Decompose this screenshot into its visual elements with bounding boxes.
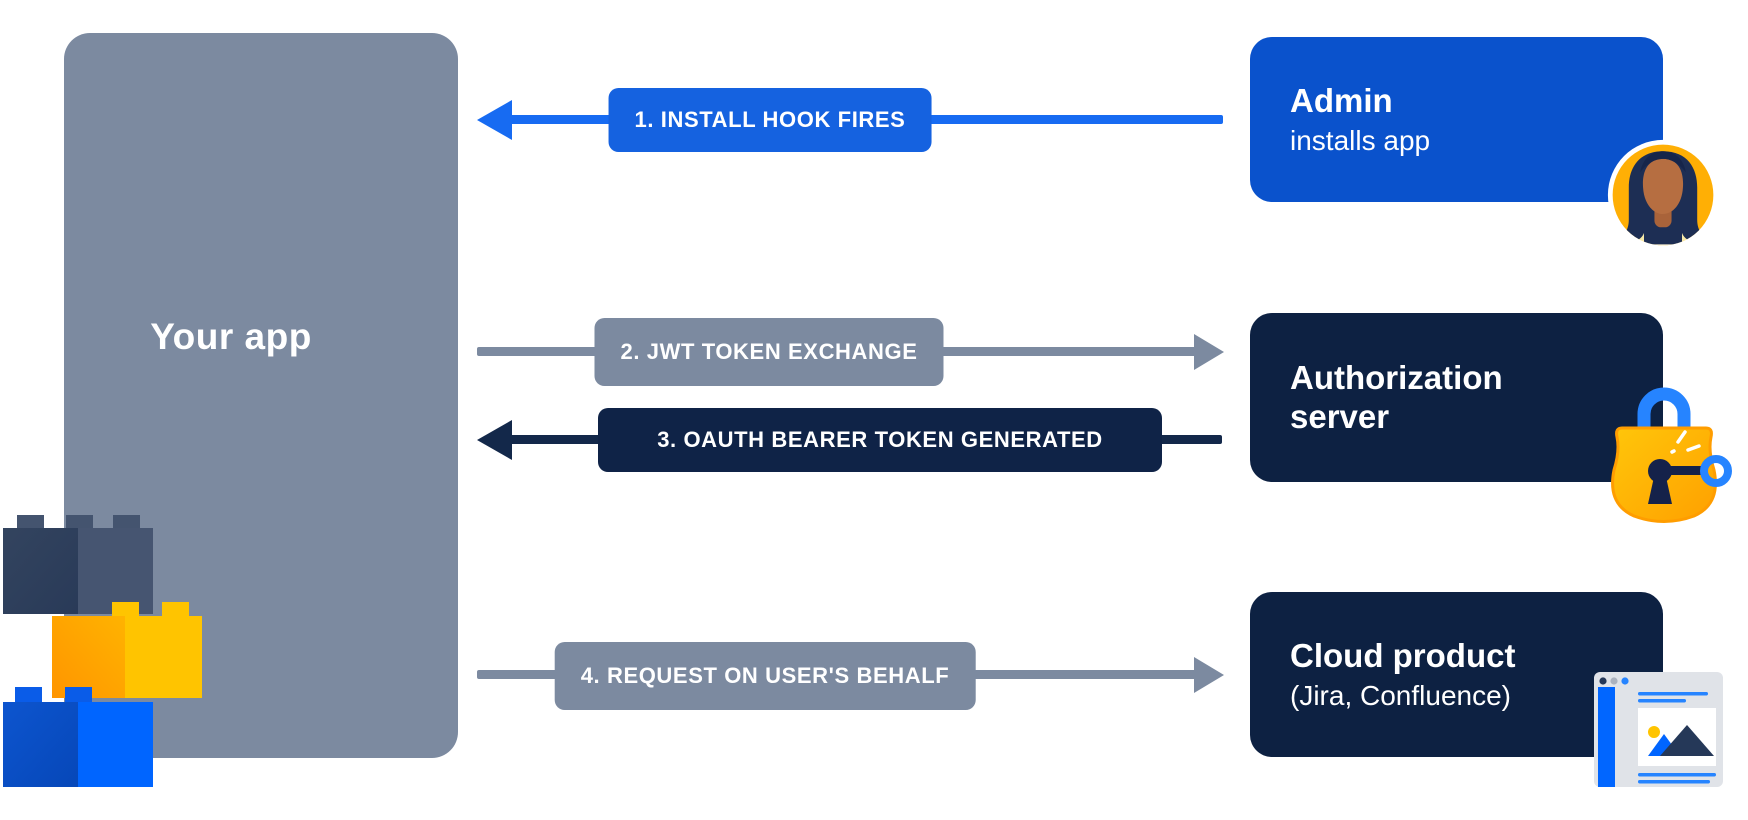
actor-admin-box: Admin installs app: [1250, 37, 1663, 202]
padlock-key-icon: [1611, 387, 1732, 523]
flow4-arrowhead-right-icon: [1194, 657, 1224, 693]
lego-bricks-icon: [3, 515, 202, 787]
flow4-label-pill: 4. REQUEST ON USER'S BEHALF: [554, 642, 976, 710]
browser-window-icon: [1594, 672, 1723, 787]
flow3-label: 3. OAUTH BEARER TOKEN GENERATED: [657, 427, 1103, 452]
actor-authorization-server-box: Authorization server: [1250, 313, 1663, 482]
flow2-label: 2. JWT TOKEN EXCHANGE: [620, 339, 918, 364]
flow1-label-pill: 1. INSTALL HOOK FIRES: [608, 88, 932, 152]
actor-authorization-server-title: Authorization server: [1290, 358, 1503, 435]
actor-admin-subtitle: installs app: [1290, 124, 1431, 156]
actor-admin-title: Admin: [1290, 81, 1393, 119]
flow1-label: 1. INSTALL HOOK FIRES: [634, 107, 906, 132]
your-app-label: Your app: [150, 316, 312, 357]
flow1-arrowhead-left-icon: [477, 100, 512, 140]
flow2-label-pill: 2. JWT TOKEN EXCHANGE: [594, 318, 944, 386]
flow4-label: 4. REQUEST ON USER'S BEHALF: [580, 663, 950, 688]
actor-cloud-product-title: Cloud product: [1290, 636, 1516, 674]
flow2-arrowhead-right-icon: [1194, 334, 1224, 370]
flow3-arrowhead-left-icon: [477, 420, 512, 460]
woman-avatar-icon: [1607, 139, 1719, 251]
flow3-label-pill: 3. OAUTH BEARER TOKEN GENERATED: [598, 408, 1162, 472]
actor-cloud-product-subtitle: (Jira, Confluence): [1290, 679, 1511, 711]
